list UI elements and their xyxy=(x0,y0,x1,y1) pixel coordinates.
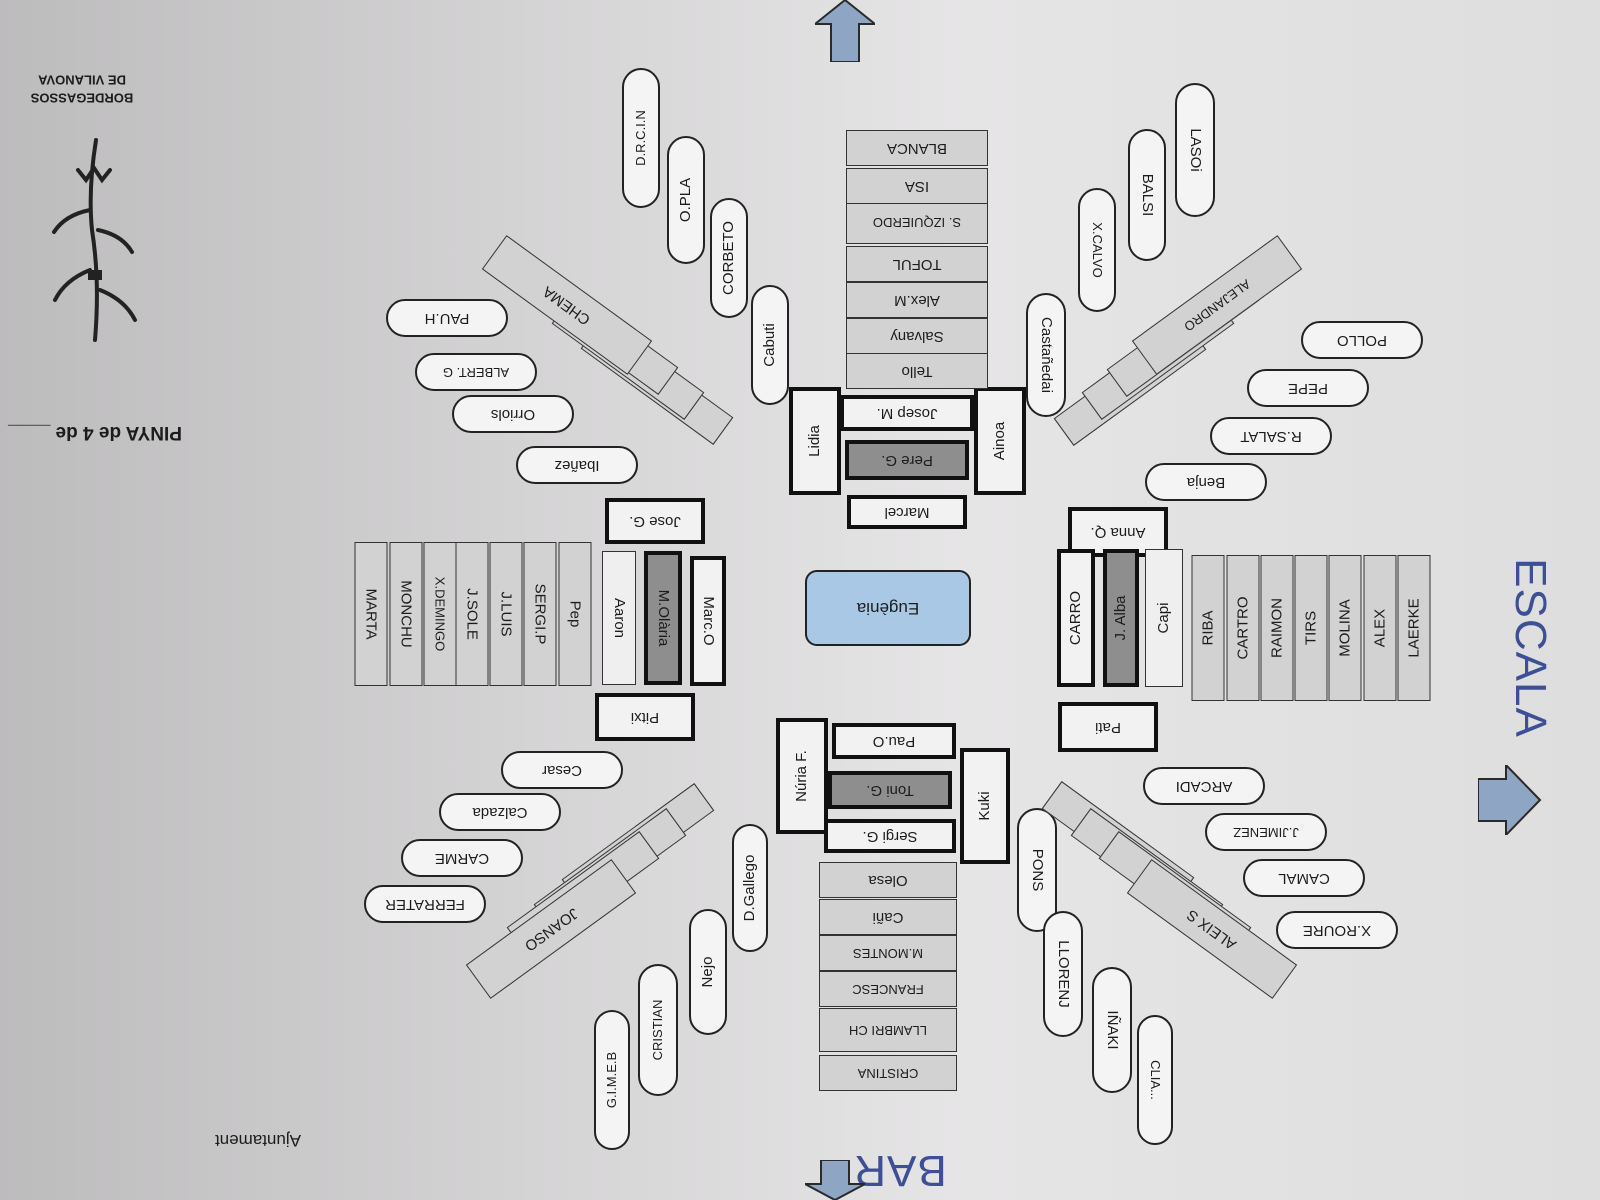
center-position: Eugènia xyxy=(805,570,971,646)
diag-bl-pill: Cesar xyxy=(501,751,623,789)
left-column-cell: X.DEMINGO xyxy=(423,542,457,686)
right-column-cell: ALEX xyxy=(1363,555,1397,701)
top-right-pill-4: LASOi xyxy=(1175,83,1215,217)
diag-tr-pill: R.SALAT xyxy=(1210,417,1332,455)
left-lower: Pitxi xyxy=(595,693,695,741)
left-column-cell: SERGI.P xyxy=(523,542,557,686)
bottom-dark: Toni G. xyxy=(828,771,952,809)
diag-tl-pill: PAU.H xyxy=(386,299,508,337)
right-dark: J. Alba xyxy=(1103,549,1139,687)
top-right-pill-1: Castañedai xyxy=(1026,293,1066,417)
left-column-cell: MARTA xyxy=(354,542,388,686)
right-center-left: Capi xyxy=(1145,549,1183,687)
diag-tl-pill: Ibañez xyxy=(516,446,638,484)
top-lower: Marcel xyxy=(847,495,967,529)
bottom-center-left: Núria F. xyxy=(776,718,828,834)
logo-text-1: BORDEGASSOS xyxy=(30,90,134,106)
bottom-column-row: Cañi xyxy=(819,899,957,935)
top-column-row: Salvany xyxy=(846,318,988,354)
diag-bl-pill: FERRATER xyxy=(364,885,486,923)
right-center-right: CARRO xyxy=(1057,549,1095,687)
bottom-center-right: Kuki xyxy=(960,748,1010,864)
top-center-right: Ainoa xyxy=(974,387,1026,495)
tree-logo-icon xyxy=(52,138,137,342)
bottom-column-row: CRISTINA xyxy=(819,1055,957,1091)
left-column-cell: Pep xyxy=(558,542,592,686)
diag-br-pill: CAMAL xyxy=(1243,859,1365,897)
diag-br-pill: J.JIMENEZ xyxy=(1205,813,1327,851)
bottom-column-row: FRANCESC xyxy=(819,971,957,1007)
left-center-right: Marc.O xyxy=(690,556,726,686)
diag-br-pill: X.ROURE xyxy=(1276,911,1398,949)
right-column-cell: LAERKE xyxy=(1397,555,1431,701)
left-column-cell: MONCHU xyxy=(389,542,423,686)
right-column-cell: RAIMON xyxy=(1260,555,1294,701)
bottom-left-pill-1: D.Gallego xyxy=(732,824,768,952)
top-center-left: Lidia xyxy=(789,387,841,495)
right-column-cell: CARTRO xyxy=(1226,555,1260,701)
left-upper: Jose G. xyxy=(605,498,705,544)
top-column-row: Alex.M xyxy=(846,282,988,318)
left-dark: M.Olària xyxy=(644,551,682,685)
left-center-left: Aaron xyxy=(602,551,636,685)
top-column-row: TOFUL xyxy=(846,246,988,282)
bottom-left-pill-2: Nejo xyxy=(689,909,727,1035)
diag-tr-pill: PEPE xyxy=(1247,369,1369,407)
diag-tr-pill: Benja xyxy=(1145,463,1267,501)
diag-bl-pill: CARME xyxy=(401,839,523,877)
top-left-pill-4: D.R.C.I.N xyxy=(622,68,660,208)
bottom-column-row: M.MONTES xyxy=(819,935,957,971)
diag-tl-pill: Orriols xyxy=(452,395,574,433)
bottom-right-pill-2: LLORENJ xyxy=(1043,911,1083,1037)
bottom-right-pill-3: IÑAKI xyxy=(1092,967,1132,1093)
escala-arrow-icon xyxy=(1478,765,1542,835)
top-column-row: S. IZQUIERDO xyxy=(846,200,988,244)
bottom-left-pill-4: G.I.M.E.B xyxy=(594,1010,630,1150)
top-arrow-icon xyxy=(815,0,875,62)
diag-tr-pill: POLLO xyxy=(1301,321,1423,359)
bottom-column-row: Olesa xyxy=(819,862,957,898)
bottom-column-row: LLAMBRI CH xyxy=(819,1008,957,1052)
right-column-cell: RIBA xyxy=(1191,555,1225,701)
bar-sign: BAR xyxy=(853,1146,947,1195)
top-column-row: BLANCA xyxy=(846,130,988,166)
bottom-upper: Pau.O xyxy=(832,723,956,759)
escala-sign: ESCALA xyxy=(1506,558,1555,738)
top-left-pill-1: Cabuti xyxy=(751,285,789,405)
bottom-lower: Sergi G. xyxy=(824,819,956,853)
top-column-row: Tello xyxy=(846,353,988,389)
right-column-cell: TIRS xyxy=(1294,555,1328,701)
top-upper: Josep M. xyxy=(840,395,974,431)
pinya-label: PINYA de 4 de ____ xyxy=(8,422,182,443)
diag-bl-row: JOANSO xyxy=(465,859,637,999)
left-column-cell: J.LUIS xyxy=(489,542,523,686)
top-right-pill-3: BALSI xyxy=(1128,129,1166,261)
bar-arrow-icon xyxy=(805,1160,865,1200)
right-column-cell: MOLINA xyxy=(1328,555,1362,701)
left-column-cell: J.SOLE xyxy=(455,542,489,686)
diag-tl-pill: ALBERT. G xyxy=(415,353,537,391)
top-column-row: ISA xyxy=(846,168,988,204)
top-left-pill-2: CORBETO xyxy=(710,198,748,318)
ajuntament-label: Ajuntament xyxy=(215,1131,301,1150)
logo-text-2: DE VILANOVA xyxy=(38,72,126,88)
bottom-left-pill-3: CRISTIAN xyxy=(638,964,678,1096)
top-dark: Pere G. xyxy=(845,440,969,480)
diag-bl-pill: Calzada xyxy=(439,793,561,831)
top-right-pill-2: X.CALVO xyxy=(1078,188,1116,312)
top-left-pill-3: O.PLA xyxy=(667,136,705,264)
bottom-right-pill-4: CLIA... xyxy=(1137,1015,1173,1145)
right-lower: Pati xyxy=(1058,702,1158,752)
diag-br-pill: ARCADI xyxy=(1143,767,1265,805)
